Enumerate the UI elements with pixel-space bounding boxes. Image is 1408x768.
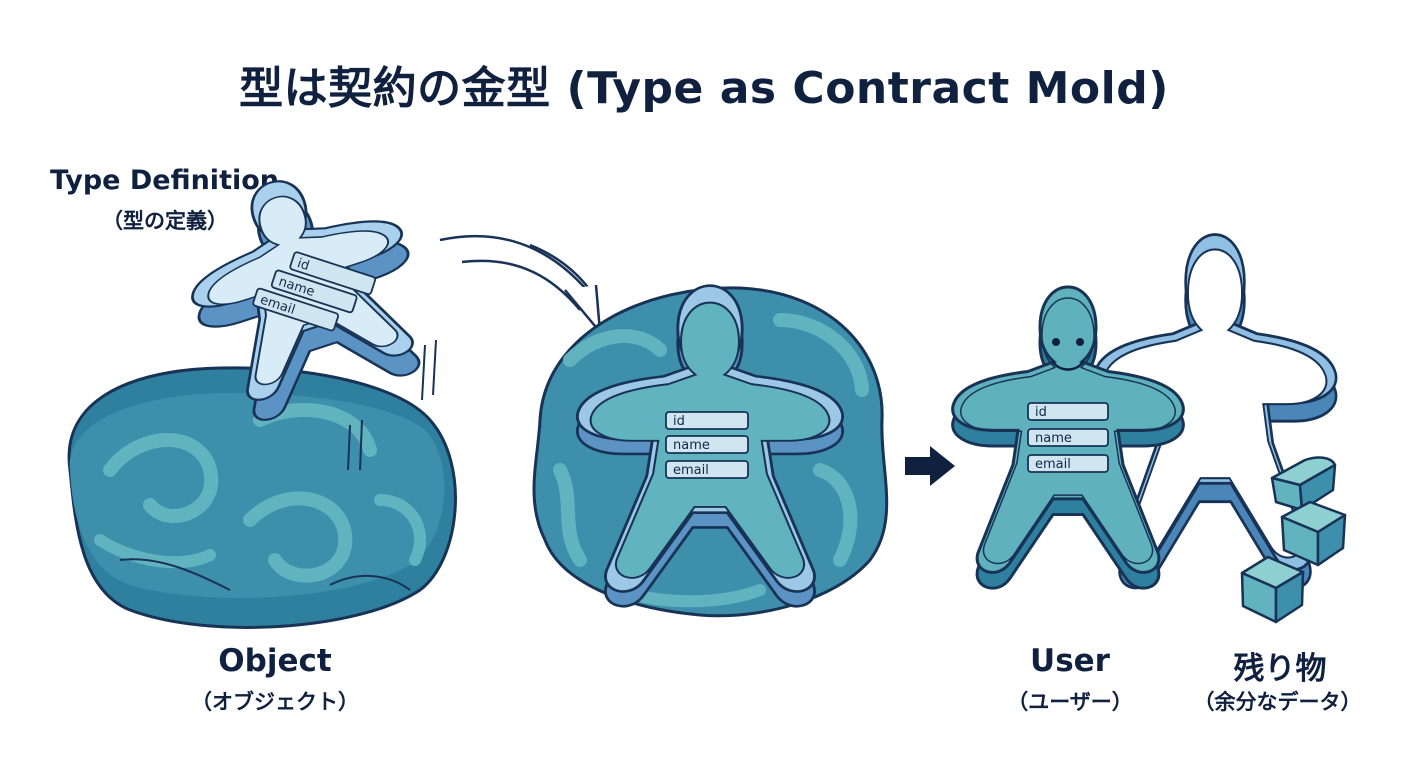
field-box-email <box>252 287 339 332</box>
field-label-name: name <box>673 438 710 453</box>
field-label-id: id <box>295 256 311 274</box>
diagram-title: 型は契約の金型 (Type as Contract Mold) <box>239 63 1169 114</box>
leftovers-sublabel: （余分なデータ） <box>1193 690 1362 714</box>
field-box-email <box>665 460 749 479</box>
field-label-id: id <box>1035 405 1047 420</box>
fall-motion-lines <box>347 339 437 471</box>
leftover-cube-1 <box>1280 500 1347 567</box>
field-box-id <box>1027 402 1109 421</box>
field-label-email: email <box>673 463 709 478</box>
user-field-list: id name email <box>1027 402 1109 473</box>
field-box-id <box>289 251 377 296</box>
object-label: Object <box>218 643 332 679</box>
user-label: User <box>1030 643 1110 679</box>
pressed-field-list: id name email <box>665 411 749 479</box>
field-box-name <box>665 435 749 454</box>
object-dough <box>67 366 457 629</box>
leftover-pieces <box>1240 456 1347 624</box>
type-definition-label: Type Definition <box>50 165 279 196</box>
user-sublabel: （ユーザー） <box>1007 690 1133 714</box>
smiley-face <box>1051 338 1085 371</box>
leftover-cube-2 <box>1240 555 1305 624</box>
leftover-wedge <box>1270 456 1337 512</box>
leftovers-label: 残り物 <box>1233 651 1327 687</box>
cutter-field-list: id name email <box>252 251 377 332</box>
field-label-email: email <box>1035 457 1071 472</box>
field-box-name <box>270 269 358 314</box>
object-sublabel: （オブジェクト） <box>191 690 359 714</box>
field-label-name: name <box>1035 431 1072 446</box>
result-arrow <box>905 446 955 486</box>
type-definition-sublabel: （型の定義） <box>102 209 228 233</box>
field-box-name <box>1027 428 1109 447</box>
field-box-email <box>1027 454 1109 473</box>
field-label-id: id <box>673 414 685 429</box>
press-arrow <box>439 234 602 336</box>
field-box-id <box>665 411 749 430</box>
